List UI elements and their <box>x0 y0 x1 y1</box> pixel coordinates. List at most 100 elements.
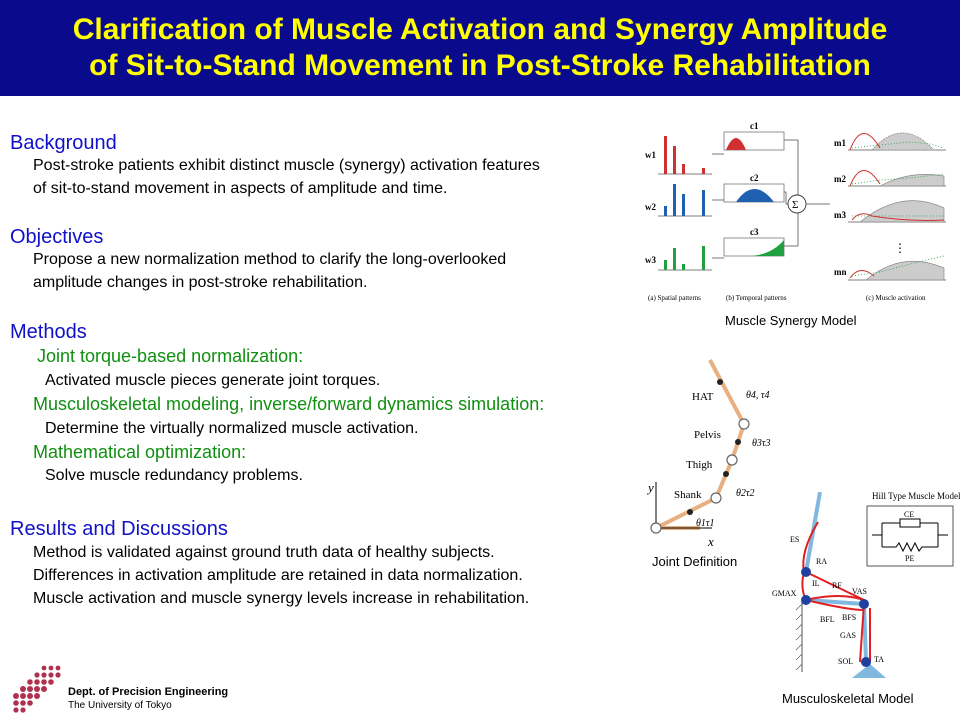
m1-panel: m1 <box>834 132 946 151</box>
sum-symbol: Σ <box>792 199 798 211</box>
foot-bone <box>852 664 886 678</box>
hill-ce: CE <box>904 510 914 519</box>
w1-bar <box>702 168 705 174</box>
w1-bar <box>682 164 685 174</box>
results-heading: Results and Discussions <box>10 518 228 540</box>
com-markers <box>687 379 741 515</box>
c2-label: c2 <box>750 173 759 183</box>
segment-pelvis: Pelvis <box>694 429 721 441</box>
title-banner: Clarification of Muscle Activation and S… <box>0 0 960 96</box>
synergy-diagram: w1 w2 w3 c1 c2 c3 <box>645 121 946 302</box>
method-2-desc: Determine the virtually normalized muscl… <box>45 420 419 437</box>
m-ellipsis: ⋮ <box>894 241 906 255</box>
musculoskeletal-diagram: ES RA IL RF GMAX VAS BFS BFL GAS SOL TA <box>772 492 886 678</box>
w2-bar <box>682 194 685 216</box>
muscle-sol: SOL <box>838 657 853 666</box>
musculo-caption: Musculoskeletal Model <box>782 691 914 706</box>
results-line-2: Differences in activation amplitude are … <box>33 567 523 584</box>
w2-label: w2 <box>645 202 656 212</box>
axis-y-label: y <box>646 480 654 495</box>
mn-label: mn <box>834 267 847 277</box>
synergy-caption: Muscle Synergy Model <box>725 313 857 328</box>
w3-label: w3 <box>645 255 656 265</box>
wall-hatch <box>795 603 803 671</box>
muscle-il: IL <box>812 579 820 588</box>
university-logo-icon <box>13 665 61 713</box>
method-3-desc: Solve muscle redundancy problems. <box>45 467 303 484</box>
m2-label: m2 <box>834 174 846 184</box>
segment-hat: HAT <box>692 391 714 403</box>
c1-panel: c1 <box>723 121 785 151</box>
muscle-bfs: BFS <box>842 613 856 622</box>
angle-2: θ2τ2 <box>736 488 755 499</box>
w3-bar <box>673 248 676 270</box>
objectives-line-1: Propose a new normalization method to cl… <box>33 251 507 268</box>
w1-bar <box>664 136 667 174</box>
muscle-ta: TA <box>874 655 884 664</box>
hill-pe: PE <box>905 554 914 563</box>
m1-label: m1 <box>834 138 846 148</box>
sub-caption-b: (b) Temporal patterns <box>726 294 787 302</box>
muscle-gmax: GMAX <box>772 589 797 598</box>
segment-shank: Shank <box>674 489 702 501</box>
background-heading: Background <box>10 132 117 154</box>
m2-panel: m2 <box>834 170 946 187</box>
objectives-line-2: amplitude changes in post-stroke rehabil… <box>33 274 368 291</box>
c3-label: c3 <box>750 227 759 237</box>
w3-bar <box>682 264 685 270</box>
sub-caption-a: (a) Spatial patterns <box>648 294 701 302</box>
muscle-ra: RA <box>816 557 827 566</box>
w3-bar <box>664 260 667 270</box>
c1-curve <box>726 138 746 150</box>
hill-muscle-diagram: CE PE <box>866 505 954 567</box>
logo-university: The University of Tokyo <box>68 700 172 711</box>
results-line-1: Method is validated against ground truth… <box>33 544 495 561</box>
sum-node <box>787 194 807 214</box>
title-line-1: Clarification of Muscle Activation and S… <box>72 13 888 46</box>
w2-bar <box>664 206 667 216</box>
w3-panel: w3 <box>645 246 712 271</box>
hill-title: Hill Type Muscle Model <box>872 491 960 501</box>
method-1-desc: Activated muscle pieces generate joint t… <box>45 372 381 389</box>
title-line-2: of Sit-to-Stand Movement in Post-Stroke … <box>89 49 871 82</box>
w2-panel: w2 <box>645 184 712 217</box>
muscle-labels: ES RA IL RF GMAX VAS BFS BFL GAS SOL TA <box>772 535 884 666</box>
c1-label: c1 <box>750 121 759 131</box>
c3-curve <box>752 240 784 256</box>
joint-caption: Joint Definition <box>652 554 738 569</box>
axis-x-label: x <box>707 534 714 549</box>
m3-label: m3 <box>834 210 846 220</box>
m3-panel: m3 <box>834 200 946 223</box>
thigh-bone <box>805 598 865 606</box>
mn-panel: mn <box>834 255 946 281</box>
w1-label: w1 <box>645 150 656 160</box>
w1-panel: w1 <box>645 136 712 175</box>
joint-diagram: y x HAT Pelvis Thigh Shank θ4, τ4 θ3τ3 θ… <box>646 359 771 549</box>
muscle-es: ES <box>790 535 799 544</box>
joint-markers <box>650 418 750 534</box>
w2-bar <box>673 184 676 216</box>
logo-dept: Dept. of Precision Engineering <box>68 686 229 698</box>
muscle-gas: GAS <box>840 631 856 640</box>
c2-panel: c2 <box>723 173 785 203</box>
method-1-title: Joint torque-based normalization: <box>37 346 304 366</box>
method-2-title: Musculoskeletal modeling, inverse/forwar… <box>33 394 545 414</box>
c3-panel: c3 <box>723 227 785 257</box>
angle-3: θ3τ3 <box>752 438 771 449</box>
background-line-2: of sit-to-stand movement in aspects of a… <box>33 180 448 197</box>
w2-bar <box>702 190 705 216</box>
muscle-rf: RF <box>832 581 842 590</box>
method-3-title: Mathematical optimization: <box>33 442 247 462</box>
angle-1: θ1τ1 <box>696 518 715 529</box>
methods-heading: Methods <box>10 321 87 343</box>
muscle-vas: VAS <box>852 587 867 596</box>
sub-caption-c: (c) Muscle activation <box>866 294 926 302</box>
body-chain <box>655 359 747 530</box>
w3-bar <box>702 246 705 270</box>
objectives-heading: Objectives <box>10 226 104 248</box>
c2-curve <box>736 189 774 202</box>
w1-bar <box>673 146 676 174</box>
segment-thigh: Thigh <box>686 459 713 471</box>
joint-dots <box>801 567 871 667</box>
angle-4: θ4, τ4 <box>746 390 770 401</box>
